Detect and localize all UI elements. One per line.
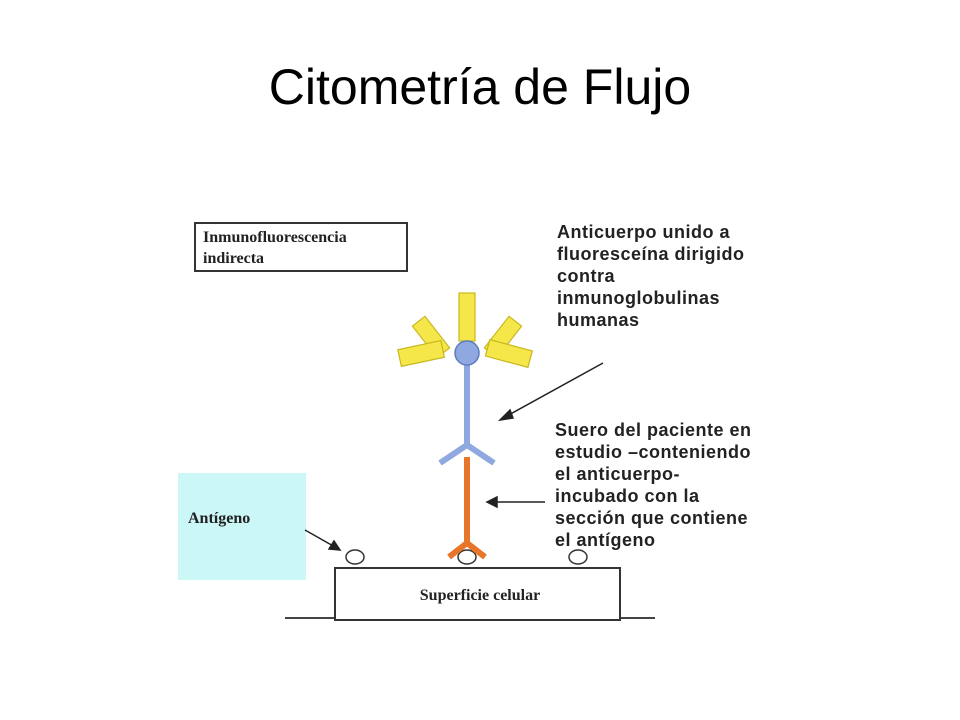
arrow-antigen-head bbox=[327, 539, 342, 551]
antigen-label-box bbox=[178, 473, 306, 580]
arrow-primary-head bbox=[485, 495, 498, 509]
secondary-antibody-arm-right bbox=[465, 442, 496, 466]
technique-label-box: Inmunofluorescencia indirecta bbox=[194, 222, 408, 272]
antigen-right bbox=[568, 549, 588, 565]
antibody-illustration bbox=[285, 292, 655, 621]
primary-antibody-arm-left bbox=[447, 540, 469, 560]
secondary-antibody-annotation: Anticuerpo unido a fluoresceína dirigido… bbox=[557, 222, 745, 330]
slide-title: Citometría de Flujo bbox=[268, 59, 692, 115]
antigen-label: Antígeno bbox=[188, 510, 251, 527]
cell-surface-label: Superficie celular bbox=[419, 587, 541, 604]
arrow-secondary-head bbox=[497, 408, 515, 422]
antigen-left bbox=[345, 549, 365, 565]
secondary-antibody-arm-left bbox=[438, 442, 469, 466]
primary-antibody-arm-right bbox=[465, 540, 487, 560]
fluorescein-right bbox=[484, 338, 534, 369]
fluorescein-left bbox=[397, 339, 446, 368]
antigen-center bbox=[457, 549, 477, 565]
patient-serum-annotation: Suero del paciente en estudio –contenien… bbox=[555, 420, 752, 550]
cell-surface bbox=[334, 567, 621, 621]
arrow-antigen-line bbox=[304, 529, 336, 548]
arrow-secondary-line bbox=[504, 362, 604, 418]
antibody-hub bbox=[454, 340, 480, 366]
fluorescein-top bbox=[458, 292, 476, 342]
immunofluorescence-diagram: Inmunofluorescencia indirecta Anticuerpo… bbox=[175, 205, 795, 630]
